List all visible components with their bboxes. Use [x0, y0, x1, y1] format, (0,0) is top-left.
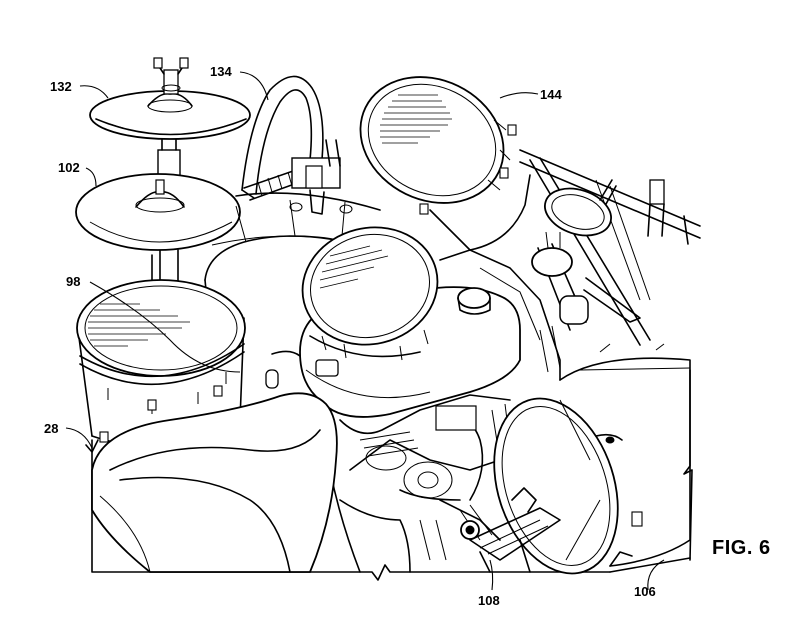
- ref-98: 98: [66, 274, 80, 289]
- lower-cymbal-102: [76, 174, 240, 250]
- seat-28: [92, 393, 337, 572]
- ref-132: 132: [50, 79, 72, 94]
- leader-134: [240, 72, 268, 100]
- ref-106: 106: [634, 584, 656, 599]
- leader-144: [500, 93, 538, 98]
- ref-28: 28: [44, 421, 58, 436]
- ref-102: 102: [58, 160, 80, 175]
- tom-144: [339, 54, 530, 250]
- ref-144: 144: [540, 87, 562, 102]
- ref-134: 134: [210, 64, 232, 79]
- ref-108: 108: [478, 593, 500, 608]
- leader-102: [86, 168, 96, 186]
- bass-drum-106: [473, 344, 690, 590]
- leader-28: [66, 428, 92, 448]
- figure-label: FIG. 6: [712, 537, 771, 559]
- leader-108: [490, 560, 493, 590]
- leader-132: [80, 86, 108, 98]
- control-lever: [532, 232, 640, 330]
- mirror: [539, 180, 617, 243]
